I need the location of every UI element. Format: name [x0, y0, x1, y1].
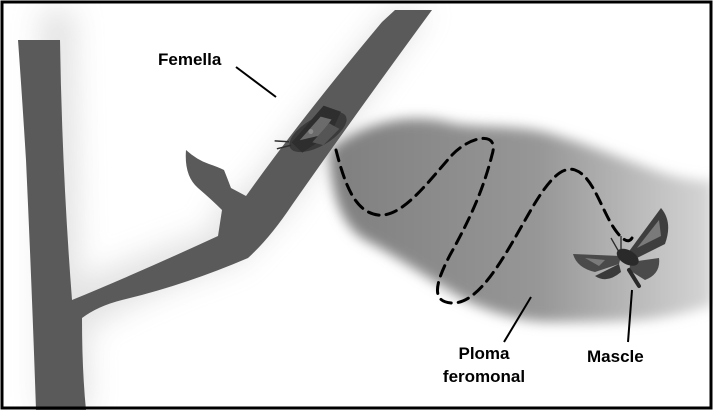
plume-label-line1: Ploma: [449, 343, 519, 364]
female-label: Femella: [158, 49, 221, 70]
male-label: Mascle: [587, 346, 644, 367]
plume-label-line2: feromonal: [439, 366, 529, 387]
